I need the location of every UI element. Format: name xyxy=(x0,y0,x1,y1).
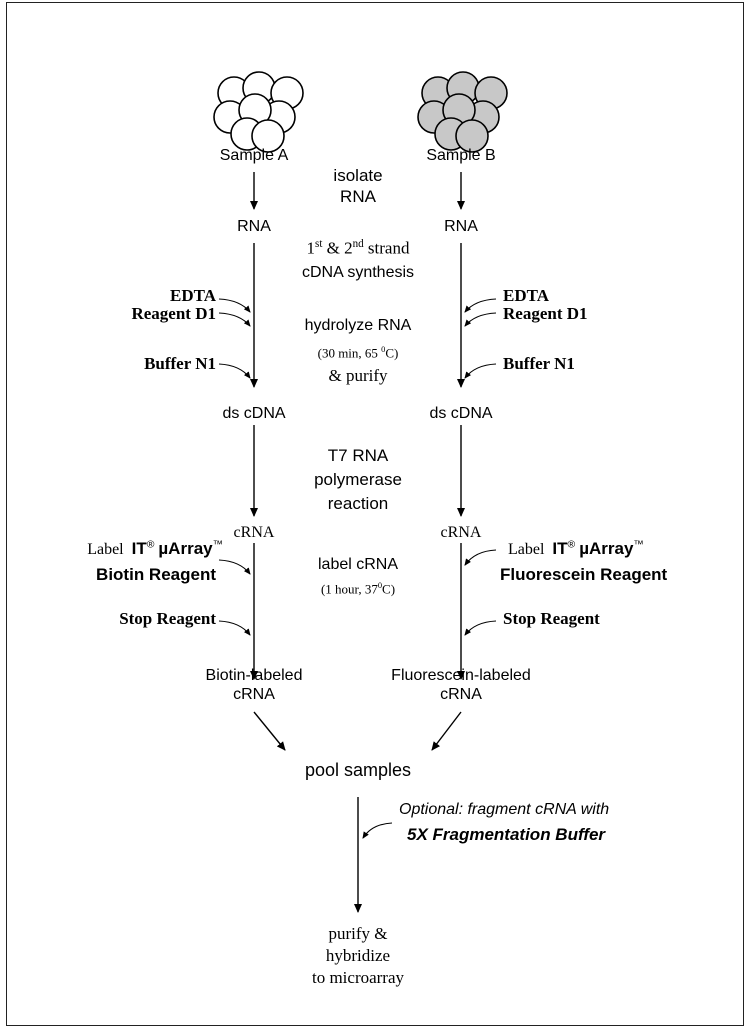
sample-a-cell xyxy=(251,119,285,153)
arrow-stop-reagent-left xyxy=(218,620,251,636)
arrow-biotin-reagent xyxy=(218,559,251,575)
fluorescein-reagent-label: Fluorescein Reagent xyxy=(500,565,668,584)
strand-synthesis-line1: 1st & 2nd strand xyxy=(306,238,410,258)
hydrolyze-line2: (30 min, 65 0C) xyxy=(317,344,399,361)
crna-node-a: cRNA xyxy=(233,524,275,541)
t7-line2: polymerase xyxy=(314,470,402,489)
rna-node-a: RNA xyxy=(237,218,271,235)
label-crna-line2: (1 hour, 370C) xyxy=(320,580,396,597)
sample-a-cells xyxy=(213,71,304,153)
sample-b-label: Sample B xyxy=(426,147,496,164)
biotin-label-line1: Label IT® µArray™ xyxy=(87,539,223,558)
arrow-edta-right xyxy=(464,298,497,313)
hydrolyze-line1: hydrolyze RNA xyxy=(304,317,412,334)
buffer-n1-right: Buffer N1 xyxy=(503,354,575,373)
final-line3: to microarray xyxy=(311,968,405,987)
fluorescein-label-line1: Label IT® µArray™ xyxy=(508,539,644,558)
optional-fragment-label: Optional: fragment cRNA with xyxy=(399,801,610,818)
t7-line1: T7 RNA xyxy=(327,446,389,465)
arrow-fragmentation xyxy=(362,822,393,839)
ds-cdna-node-b: ds cDNA xyxy=(429,405,493,422)
final-line1: purify & xyxy=(328,924,388,943)
arrow-biotin-to-pool xyxy=(253,711,286,751)
sample-b-cell xyxy=(455,119,489,153)
ds-cdna-node-a: ds cDNA xyxy=(222,405,286,422)
hydrolyze-line3: & purify xyxy=(328,366,388,385)
isolate-rna-line2: RNA xyxy=(340,187,376,206)
biotin-labeled-line2: cRNA xyxy=(233,686,275,703)
reagent-d1-left: Reagent D1 xyxy=(131,304,216,323)
strand-synthesis-line2: cDNA synthesis xyxy=(301,264,415,281)
isolate-rna-line1: isolate xyxy=(333,166,383,185)
biotin-labeled-line1: Biotin-labeled xyxy=(205,667,303,684)
reagent-d1-right: Reagent D1 xyxy=(503,304,588,323)
stop-reagent-left: Stop Reagent xyxy=(119,609,216,628)
t7-line3: reaction xyxy=(327,494,389,513)
arrow-reagent-d1-left xyxy=(218,312,251,327)
final-line2: hybridize xyxy=(325,946,391,965)
buffer-n1-left: Buffer N1 xyxy=(144,354,216,373)
arrow-reagent-d1-right xyxy=(464,312,497,327)
sample-b-cells xyxy=(417,71,508,153)
fragmentation-buffer-label: 5X Fragmentation Buffer xyxy=(407,825,606,844)
arrow-stop-reagent-right xyxy=(464,620,497,636)
edta-right: EDTA xyxy=(503,286,549,305)
crna-node-b: cRNA xyxy=(440,524,482,541)
label-crna-line1: label cRNA xyxy=(317,556,399,573)
stop-reagent-right: Stop Reagent xyxy=(503,609,600,628)
sample-a-label: Sample A xyxy=(219,147,289,164)
diagram-frame xyxy=(6,2,744,1026)
arrow-fluorescein-reagent xyxy=(464,549,497,566)
arrow-edta-left xyxy=(218,298,251,313)
arrow-fluorescein-to-pool xyxy=(431,711,462,751)
pool-samples: pool samples xyxy=(304,760,412,780)
biotin-reagent-label: Biotin Reagent xyxy=(96,565,216,584)
rna-node-b: RNA xyxy=(444,218,478,235)
fluorescein-labeled-line1: Fluorescein-labeled xyxy=(391,667,531,684)
fluorescein-labeled-line2: cRNA xyxy=(440,686,482,703)
arrow-buffer-n1-left xyxy=(218,363,251,379)
arrow-buffer-n1-right xyxy=(464,363,497,379)
edta-left: EDTA xyxy=(170,286,216,305)
